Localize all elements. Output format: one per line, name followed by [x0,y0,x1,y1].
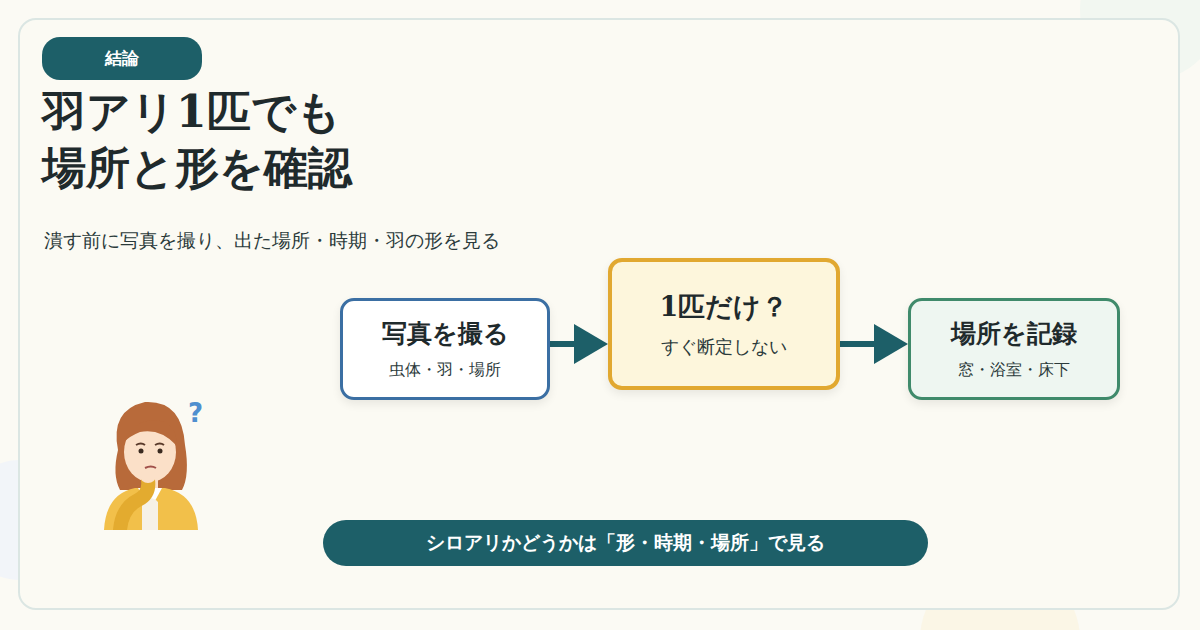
subtitle-caption: 潰す前に写真を撮り、出た場所・時期・羽の形を見る [44,228,500,254]
node-heading: 結論 [105,47,139,70]
question-mark: ? [188,398,203,428]
process-box: 写真を撮る虫体・羽・場所 [340,298,550,400]
flow-arrow [840,324,908,364]
conclusion-badge: 結論 [42,37,202,80]
node-heading: 場所を記録 [951,317,1077,350]
main-title: 羽アリ1匹でも 場所と形を確認 [42,84,462,196]
node-subtext: 窓・浴室・床下 [958,360,1070,381]
node-heading: 1匹だけ？ [660,289,789,325]
flow-arrow [550,324,608,364]
node-subtext: 虫体・羽・場所 [389,360,501,381]
node-heading: 写真を撮る [382,317,509,350]
summary-band: シロアリかどうかは「形・時期・場所」で見る [323,520,928,566]
decision-box: 1匹だけ？ すぐ断定しない [608,258,840,390]
node-heading: シロアリかどうかは「形・時期・場所」で見る [426,530,825,556]
node-subtext: すぐ断定しない [661,335,787,359]
process-box: 場所を記録窓・浴室・床下 [908,298,1120,400]
